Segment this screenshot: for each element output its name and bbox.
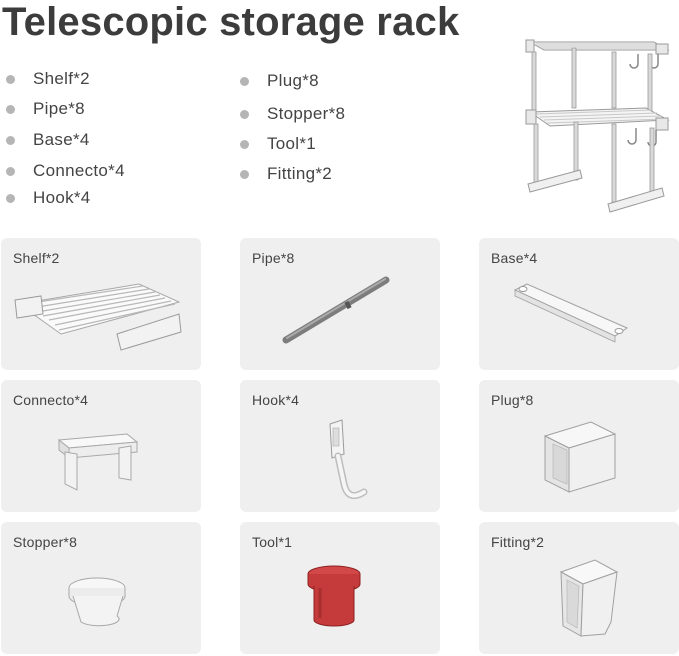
shelf-icon (14, 283, 182, 351)
part-label: Hook*4 (252, 392, 300, 408)
list-item: Shelf*2 (6, 68, 90, 90)
hook-icon (329, 419, 368, 500)
bullet-dot (6, 74, 15, 84)
part-card-tool: Tool*1 (240, 522, 440, 654)
bullet-dot (6, 104, 15, 114)
part-label: Plug*8 (491, 392, 534, 408)
bullet-dot (6, 193, 15, 203)
part-card-base: Base*4 (479, 238, 679, 370)
bullet-dot (240, 109, 249, 119)
part-card-shelf: Shelf*2 (1, 238, 201, 370)
part-label: Stopper*8 (13, 534, 78, 550)
pipe-icon (282, 276, 390, 344)
base-icon (513, 283, 629, 343)
part-label: Fitting*2 (491, 534, 545, 550)
list-item: Base*4 (6, 129, 90, 151)
page-title: Telescopic storage rack (2, 0, 460, 44)
bullet-dot (6, 166, 15, 176)
list-item: Plug*8 (240, 70, 319, 92)
part-card-pipe: Pipe*8 (240, 238, 440, 370)
part-card-plug: Plug*8 (479, 380, 679, 512)
assembled-rack-icon (525, 39, 670, 213)
connector-icon (57, 433, 139, 491)
list-item: Hook*4 (6, 187, 91, 209)
tool-icon (307, 565, 361, 627)
list-item: Connecto*4 (6, 160, 125, 182)
list-item: Pipe*8 (6, 98, 85, 120)
part-card-fitting: Fitting*2 (479, 522, 679, 654)
bullet-dot (240, 169, 249, 179)
part-label: Shelf*2 (13, 250, 60, 266)
part-card-stopper: Stopper*8 (1, 522, 201, 654)
part-label: Connecto*4 (13, 392, 89, 408)
plug-icon (543, 421, 617, 493)
part-card-connector: Connecto*4 (1, 380, 201, 512)
part-label: Tool*1 (252, 534, 293, 550)
part-label: Pipe*8 (252, 250, 295, 266)
part-card-hook: Hook*4 (240, 380, 440, 512)
bullet-dot (6, 135, 15, 145)
list-item: Tool*1 (240, 133, 316, 155)
fitting-icon (559, 559, 619, 637)
stopper-icon (68, 577, 126, 627)
bullet-dot (240, 139, 249, 149)
list-item: Stopper*8 (240, 103, 345, 125)
part-label: Base*4 (491, 250, 538, 266)
bullet-dot (240, 76, 249, 86)
list-item: Fitting*2 (240, 163, 332, 185)
